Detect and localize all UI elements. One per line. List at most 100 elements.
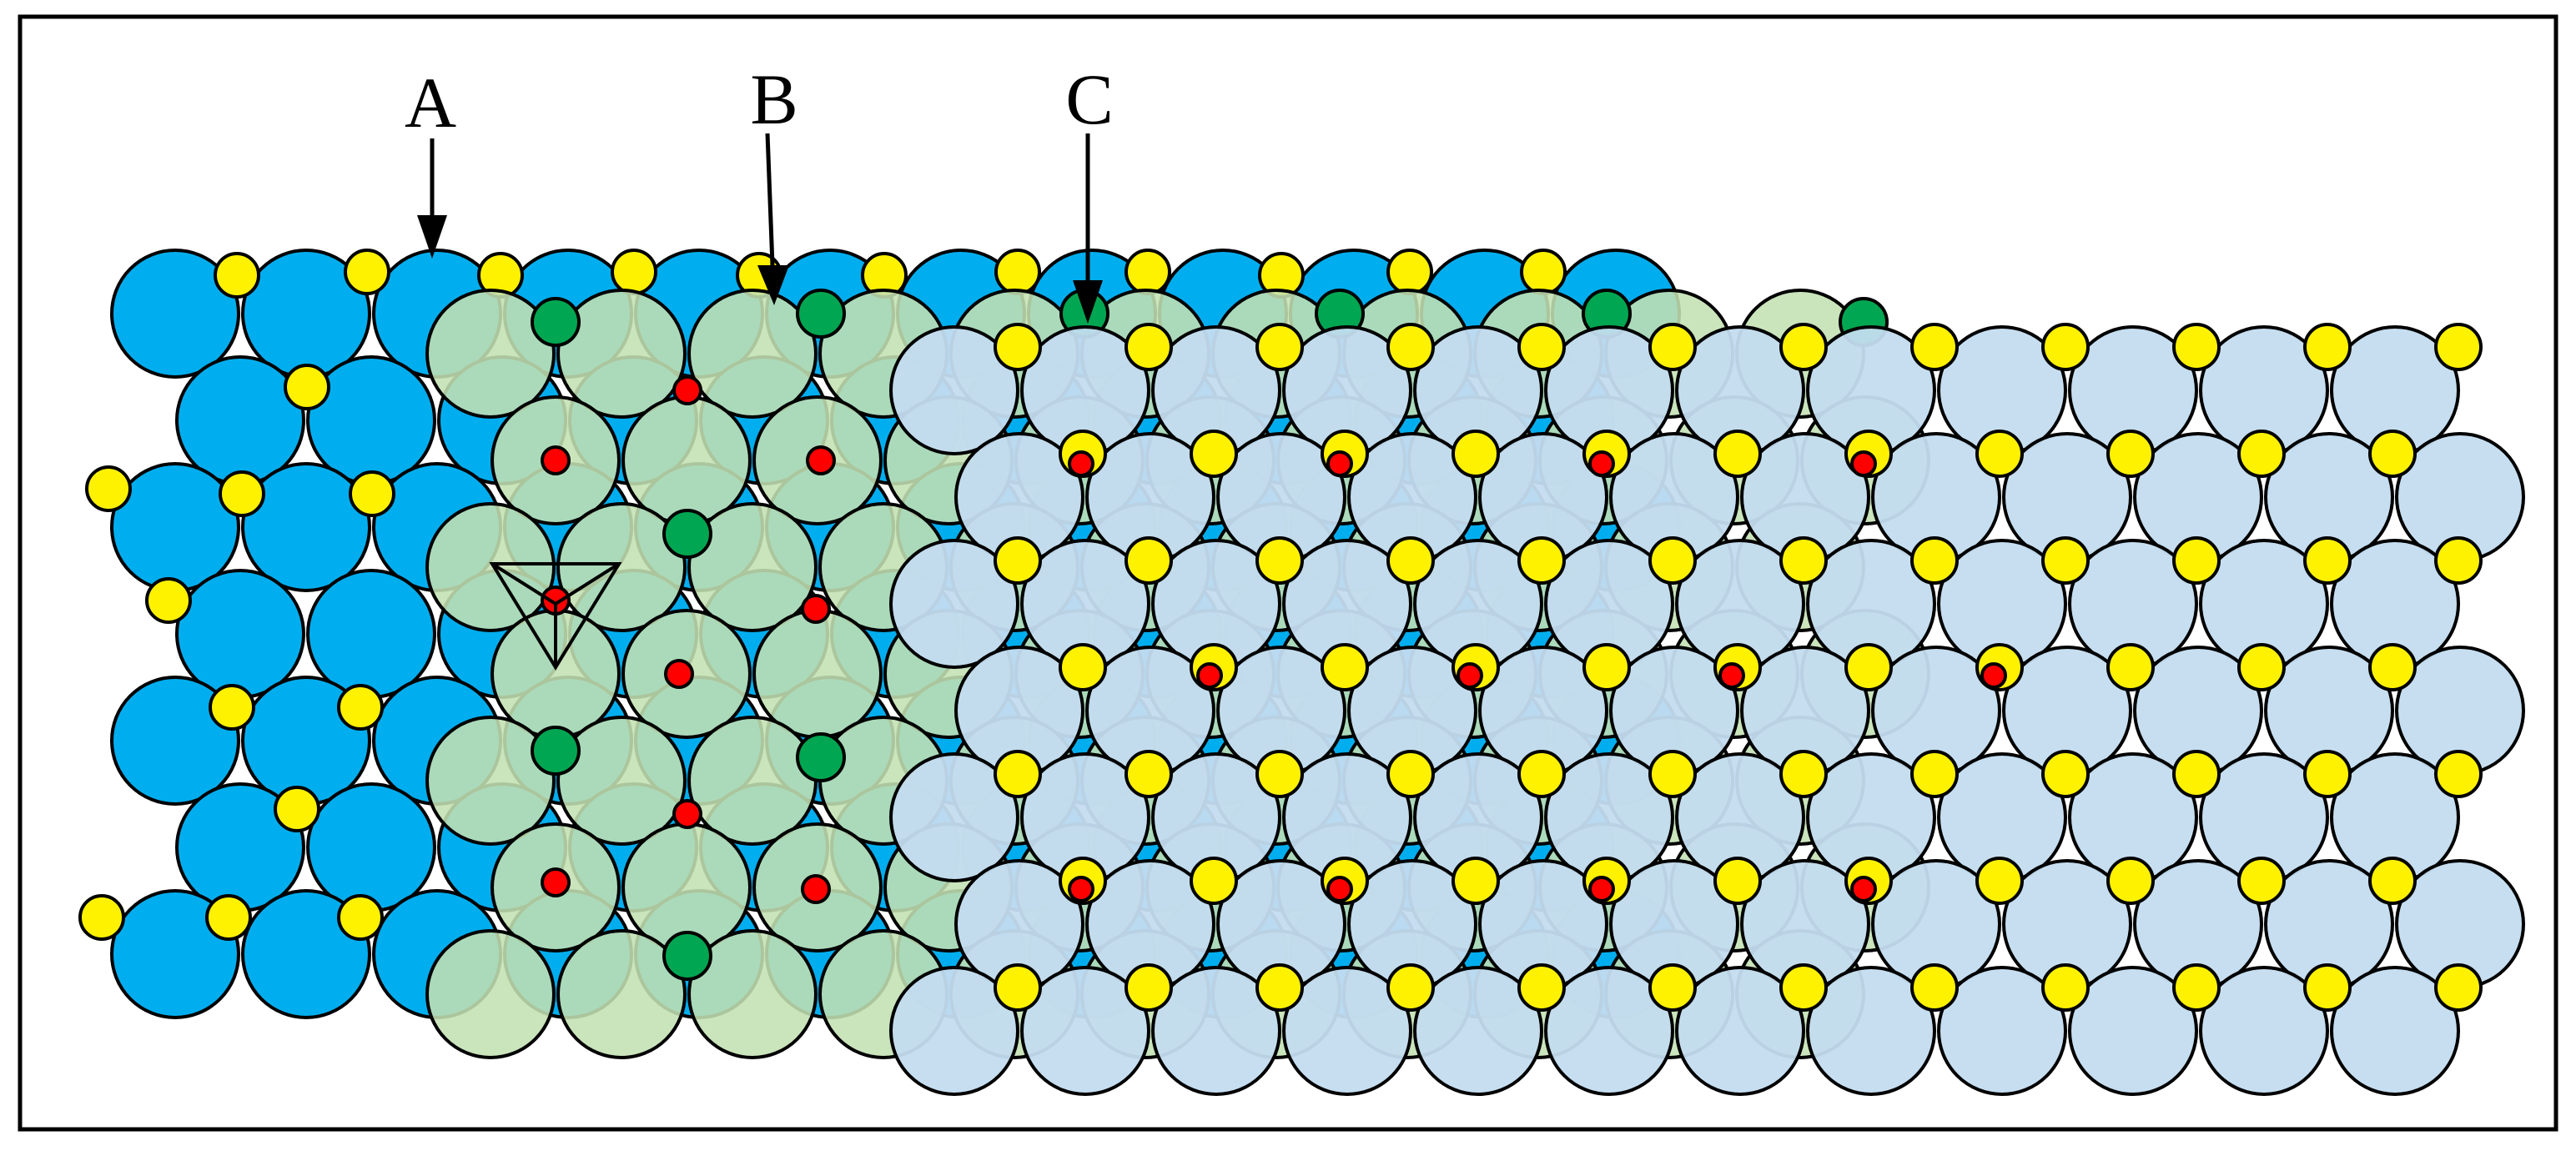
small-yellow-atom (1386, 963, 1435, 1012)
layer-c-atom (1020, 966, 1150, 1096)
layer-b-atom (621, 395, 752, 525)
small-yellow-atom (2041, 536, 2090, 585)
layer-c-spheres (889, 325, 2525, 1096)
label-a: A (405, 63, 456, 143)
small-yellow-atom (78, 894, 125, 941)
layer-a-atom (306, 782, 436, 912)
small-yellow-atom (1779, 323, 1828, 371)
layer-c-atom (889, 539, 1019, 669)
small-yellow-atom (1452, 857, 1500, 905)
small-yellow-atom (994, 536, 1042, 585)
small-yellow-atom (1255, 750, 1304, 798)
small-yellow-atom (1255, 963, 1304, 1012)
tetrahedral-triangle-marker (489, 562, 622, 671)
small-yellow-atom (611, 249, 657, 295)
layer-c-atom (2199, 966, 2329, 1096)
layer-b-small-atoms (531, 289, 1889, 981)
small-yellow-atom (85, 465, 132, 512)
small-yellow-atom (2303, 963, 2352, 1012)
layer-b-atom (425, 289, 556, 419)
small-red-atom (672, 375, 702, 405)
small-yellow-atom (994, 963, 1042, 1012)
small-red-atom (806, 445, 836, 475)
layer-c-atom (1544, 966, 1674, 1096)
layer-a-small-atoms (78, 249, 1567, 941)
small-yellow-atom (1517, 750, 1566, 798)
small-yellow-atom (1648, 323, 1697, 371)
layer-a-atom (175, 355, 305, 485)
small-green-atom (531, 297, 581, 347)
small-red-atom (1850, 876, 1877, 902)
small-yellow-atom (205, 894, 252, 941)
triangle-outline (489, 562, 622, 671)
layer-b-atom (425, 929, 556, 1059)
small-yellow-atom (349, 470, 395, 517)
layer-c-atom (889, 325, 1019, 455)
layer-a-atom (110, 676, 240, 806)
layer-b-atom (556, 716, 687, 846)
layer-c-atom (1937, 966, 2067, 1096)
small-yellow-atom (1844, 643, 1893, 691)
layer-a-atom (306, 569, 436, 699)
small-yellow-atom (1713, 430, 1762, 478)
small-yellow-atom (209, 684, 255, 731)
small-yellow-atom (145, 577, 192, 624)
small-yellow-atom (337, 684, 384, 731)
small-yellow-atom (2237, 430, 2286, 478)
small-red-atom (1068, 876, 1094, 902)
small-yellow-atom (1124, 750, 1173, 798)
small-red-atom (541, 445, 571, 475)
layer-c-atom (1675, 966, 1805, 1096)
small-yellow-atom (2303, 750, 2352, 798)
small-yellow-atom (1386, 750, 1435, 798)
layer-b-atom (687, 502, 818, 632)
small-yellow-atom (2434, 323, 2483, 371)
small-yellow-atom (2041, 323, 2090, 371)
label-c: C (1065, 59, 1113, 139)
arrow-c-head (1073, 280, 1103, 324)
small-yellow-atom (1321, 643, 1369, 691)
small-yellow-atom (1779, 963, 1828, 1012)
layer-c-atom (1151, 966, 1281, 1096)
layer-c-atom (889, 752, 1019, 882)
small-yellow-atom (2106, 430, 2155, 478)
small-red-atom (1068, 450, 1094, 477)
small-yellow-atom (219, 470, 265, 517)
small-green-atom (796, 289, 846, 339)
small-yellow-atom (1975, 430, 2024, 478)
small-yellow-atom (1520, 249, 1567, 295)
small-yellow-atom (1779, 536, 1828, 585)
small-yellow-atom (1452, 430, 1500, 478)
layer-b-atom (556, 929, 687, 1059)
layer-c-small-atoms (994, 323, 2483, 1012)
small-yellow-atom (1255, 323, 1304, 371)
layer-c-atom (1413, 966, 1543, 1096)
small-yellow-atom (994, 323, 1042, 371)
small-yellow-atom (2106, 857, 2155, 905)
small-yellow-atom (1582, 643, 1631, 691)
layer-b-atom (687, 289, 818, 419)
small-red-atom (1457, 662, 1483, 689)
small-red-atom (1196, 662, 1223, 689)
layer-a-atom (110, 249, 240, 379)
small-red-atom (801, 874, 831, 904)
small-yellow-atom (2172, 750, 2221, 798)
small-yellow-atom (2237, 857, 2286, 905)
small-yellow-atom (284, 364, 330, 410)
small-green-atom (662, 931, 712, 981)
small-yellow-atom (2368, 643, 2417, 691)
small-yellow-atom (1124, 323, 1173, 371)
small-yellow-atom (2303, 536, 2352, 585)
small-yellow-atom (2237, 643, 2286, 691)
layer-c-atom (1806, 966, 1936, 1096)
small-red-atom (1326, 876, 1353, 902)
layer-c-atom (2330, 966, 2460, 1096)
label-a-group: A (405, 63, 456, 259)
layer-c-atom (1282, 966, 1412, 1096)
small-yellow-atom (2172, 323, 2221, 371)
small-red-atom (1980, 662, 2007, 689)
small-red-atom (1588, 876, 1615, 902)
small-yellow-atom (1190, 430, 1238, 478)
small-green-atom (796, 732, 846, 782)
